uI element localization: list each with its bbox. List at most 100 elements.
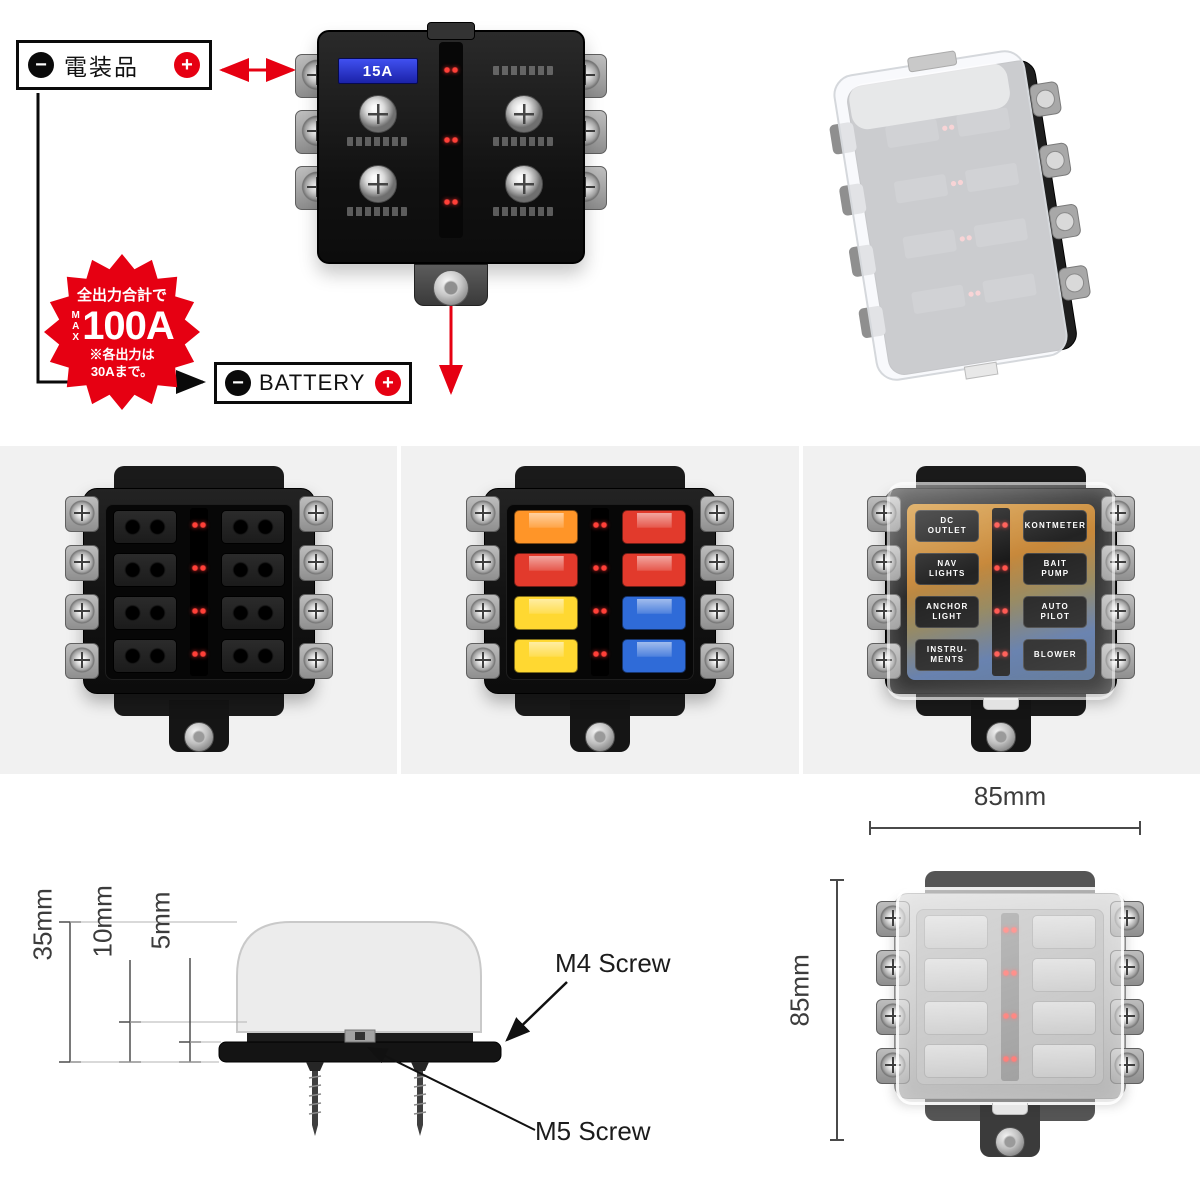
- screw-tab: [298, 545, 333, 581]
- transparent-cover: [896, 887, 1124, 1105]
- led-indicator: [443, 67, 459, 73]
- max-output-badge: 全出力合計で MAX 100A ※各出力は 30Aまで。: [40, 252, 204, 412]
- dimension-height-body: 10mm: [87, 885, 118, 958]
- screw-tab: [64, 545, 99, 581]
- battery-label-box: − BATTERY +: [214, 362, 412, 404]
- photo-panel-fused: [401, 446, 799, 774]
- screw-tab: [699, 545, 734, 581]
- led-indicator: [443, 137, 459, 143]
- screw-tab: [465, 594, 500, 630]
- terminal-screw: [359, 95, 397, 133]
- circuit-label: AUTO PILOT: [1023, 596, 1088, 628]
- fuse-slot: [112, 596, 177, 630]
- circuit-label: BAIT PUMP: [1023, 553, 1088, 585]
- screw-tab: [465, 545, 500, 581]
- dimension-height: 85mm: [784, 954, 815, 1027]
- badge-note2: 30Aまで。: [90, 363, 154, 379]
- fuse: [621, 596, 686, 630]
- rating-text: [347, 207, 407, 216]
- screw-tab: [867, 643, 902, 679]
- amp-rating-display: 15A: [338, 58, 418, 84]
- terminal-screw: [359, 165, 397, 203]
- circuit-label: BLOWER: [1023, 639, 1088, 671]
- fuse: [513, 596, 578, 630]
- fuse-slot: [220, 510, 285, 544]
- badge-text: 全出力合計で MAX 100A ※各出力は 30Aまで。: [40, 252, 204, 412]
- fuse-slot: [112, 510, 177, 544]
- led-strip: [992, 508, 1011, 676]
- width-dimension-line: [870, 827, 1140, 829]
- led-indicator: [993, 651, 1010, 657]
- fuse-slot: [112, 639, 177, 673]
- screw-tab: [298, 496, 333, 532]
- battery-label: BATTERY: [259, 370, 366, 395]
- transparent-cover: [887, 482, 1116, 700]
- top-dimension-drawing: 85mm 85mm: [760, 775, 1200, 1200]
- led-indicator: [443, 199, 459, 205]
- product-photos: DC OUTLET KONTMETER NAV LIGHTS BAIT PUMP…: [0, 446, 1200, 774]
- fuse: [513, 510, 578, 544]
- circuit-label: DC OUTLET: [915, 510, 980, 542]
- power-stud-nut: [584, 722, 615, 752]
- minus-icon: −: [225, 370, 251, 396]
- device-label: 電装品: [64, 54, 139, 80]
- led-indicator: [190, 565, 207, 571]
- fuse: [513, 639, 578, 673]
- screw-tab: [867, 594, 902, 630]
- screw-tab: [867, 496, 902, 532]
- badge-note1: ※各出力は: [89, 347, 155, 363]
- wiring-diagram-section: − 電装品 + − BATTERY + 全出力合計で MAX 100A ※各出力…: [0, 0, 1200, 440]
- power-stud-nut: [183, 722, 214, 752]
- photo-panel-empty: [0, 446, 398, 774]
- led-indicator: [591, 651, 608, 657]
- dimension-height-base: 5mm: [145, 891, 176, 950]
- screw-tab: [465, 496, 500, 532]
- plus-icon: +: [174, 52, 200, 78]
- rating-text: [493, 207, 553, 216]
- fuse: [621, 510, 686, 544]
- starburst-icon: [44, 254, 200, 410]
- fuse: [513, 553, 578, 587]
- dimensions-section: 35mm 10mm 5mm M4 Screw M5 Screw 85mm 85m…: [0, 775, 1200, 1200]
- led-indicator: [993, 565, 1010, 571]
- circuit-label: INSTRU- MENTS: [915, 639, 980, 671]
- led-indicator: [190, 522, 207, 528]
- screw-tab: [1101, 496, 1136, 532]
- fuse-slot: [220, 596, 285, 630]
- led-indicator: [190, 608, 207, 614]
- led-indicator: [190, 651, 207, 657]
- circuit-label: ANCHOR LIGHT: [915, 596, 980, 628]
- fuse-box-top-covered: DC OUTLET KONTMETER NAV LIGHTS BAIT PUMP…: [867, 460, 1136, 760]
- plus-icon: +: [375, 370, 401, 396]
- dimension-tick: [869, 821, 871, 835]
- led-strip: [189, 508, 208, 676]
- photo-panel-covered: DC OUTLET KONTMETER NAV LIGHTS BAIT PUMP…: [802, 446, 1200, 774]
- device-label-box: − 電装品 +: [16, 40, 212, 90]
- power-stud-nut: [995, 1127, 1025, 1157]
- dimension-tick: [830, 879, 844, 881]
- led-indicator: [591, 522, 608, 528]
- screw-tab: [867, 545, 902, 581]
- badge-amp-value: 100A: [82, 304, 175, 349]
- m4-screw-label: M4 Screw: [555, 948, 671, 978]
- screw-tab: [298, 594, 333, 630]
- screw-tab: [699, 643, 734, 679]
- side-dimension-drawing: 35mm 10mm 5mm M4 Screw M5 Screw: [15, 840, 735, 1190]
- power-stud-nut: [986, 722, 1017, 752]
- screw-tab: [298, 643, 333, 679]
- minus-icon: −: [28, 52, 54, 78]
- cover-latch: [983, 698, 1020, 710]
- fuse-slot: [112, 553, 177, 587]
- screw-tab: [699, 496, 734, 532]
- m5-screw-label: M5 Screw: [535, 1116, 651, 1146]
- led-indicator: [591, 565, 608, 571]
- screw-tab: [64, 594, 99, 630]
- power-stud-nut: [433, 270, 469, 306]
- cover-latch: [992, 1103, 1028, 1115]
- badge-line1: 全出力合計で: [76, 287, 167, 305]
- led-strip: [590, 508, 609, 676]
- screw-tab: [465, 643, 500, 679]
- led-indicator: [993, 608, 1010, 614]
- dimension-height-total: 35mm: [27, 888, 58, 961]
